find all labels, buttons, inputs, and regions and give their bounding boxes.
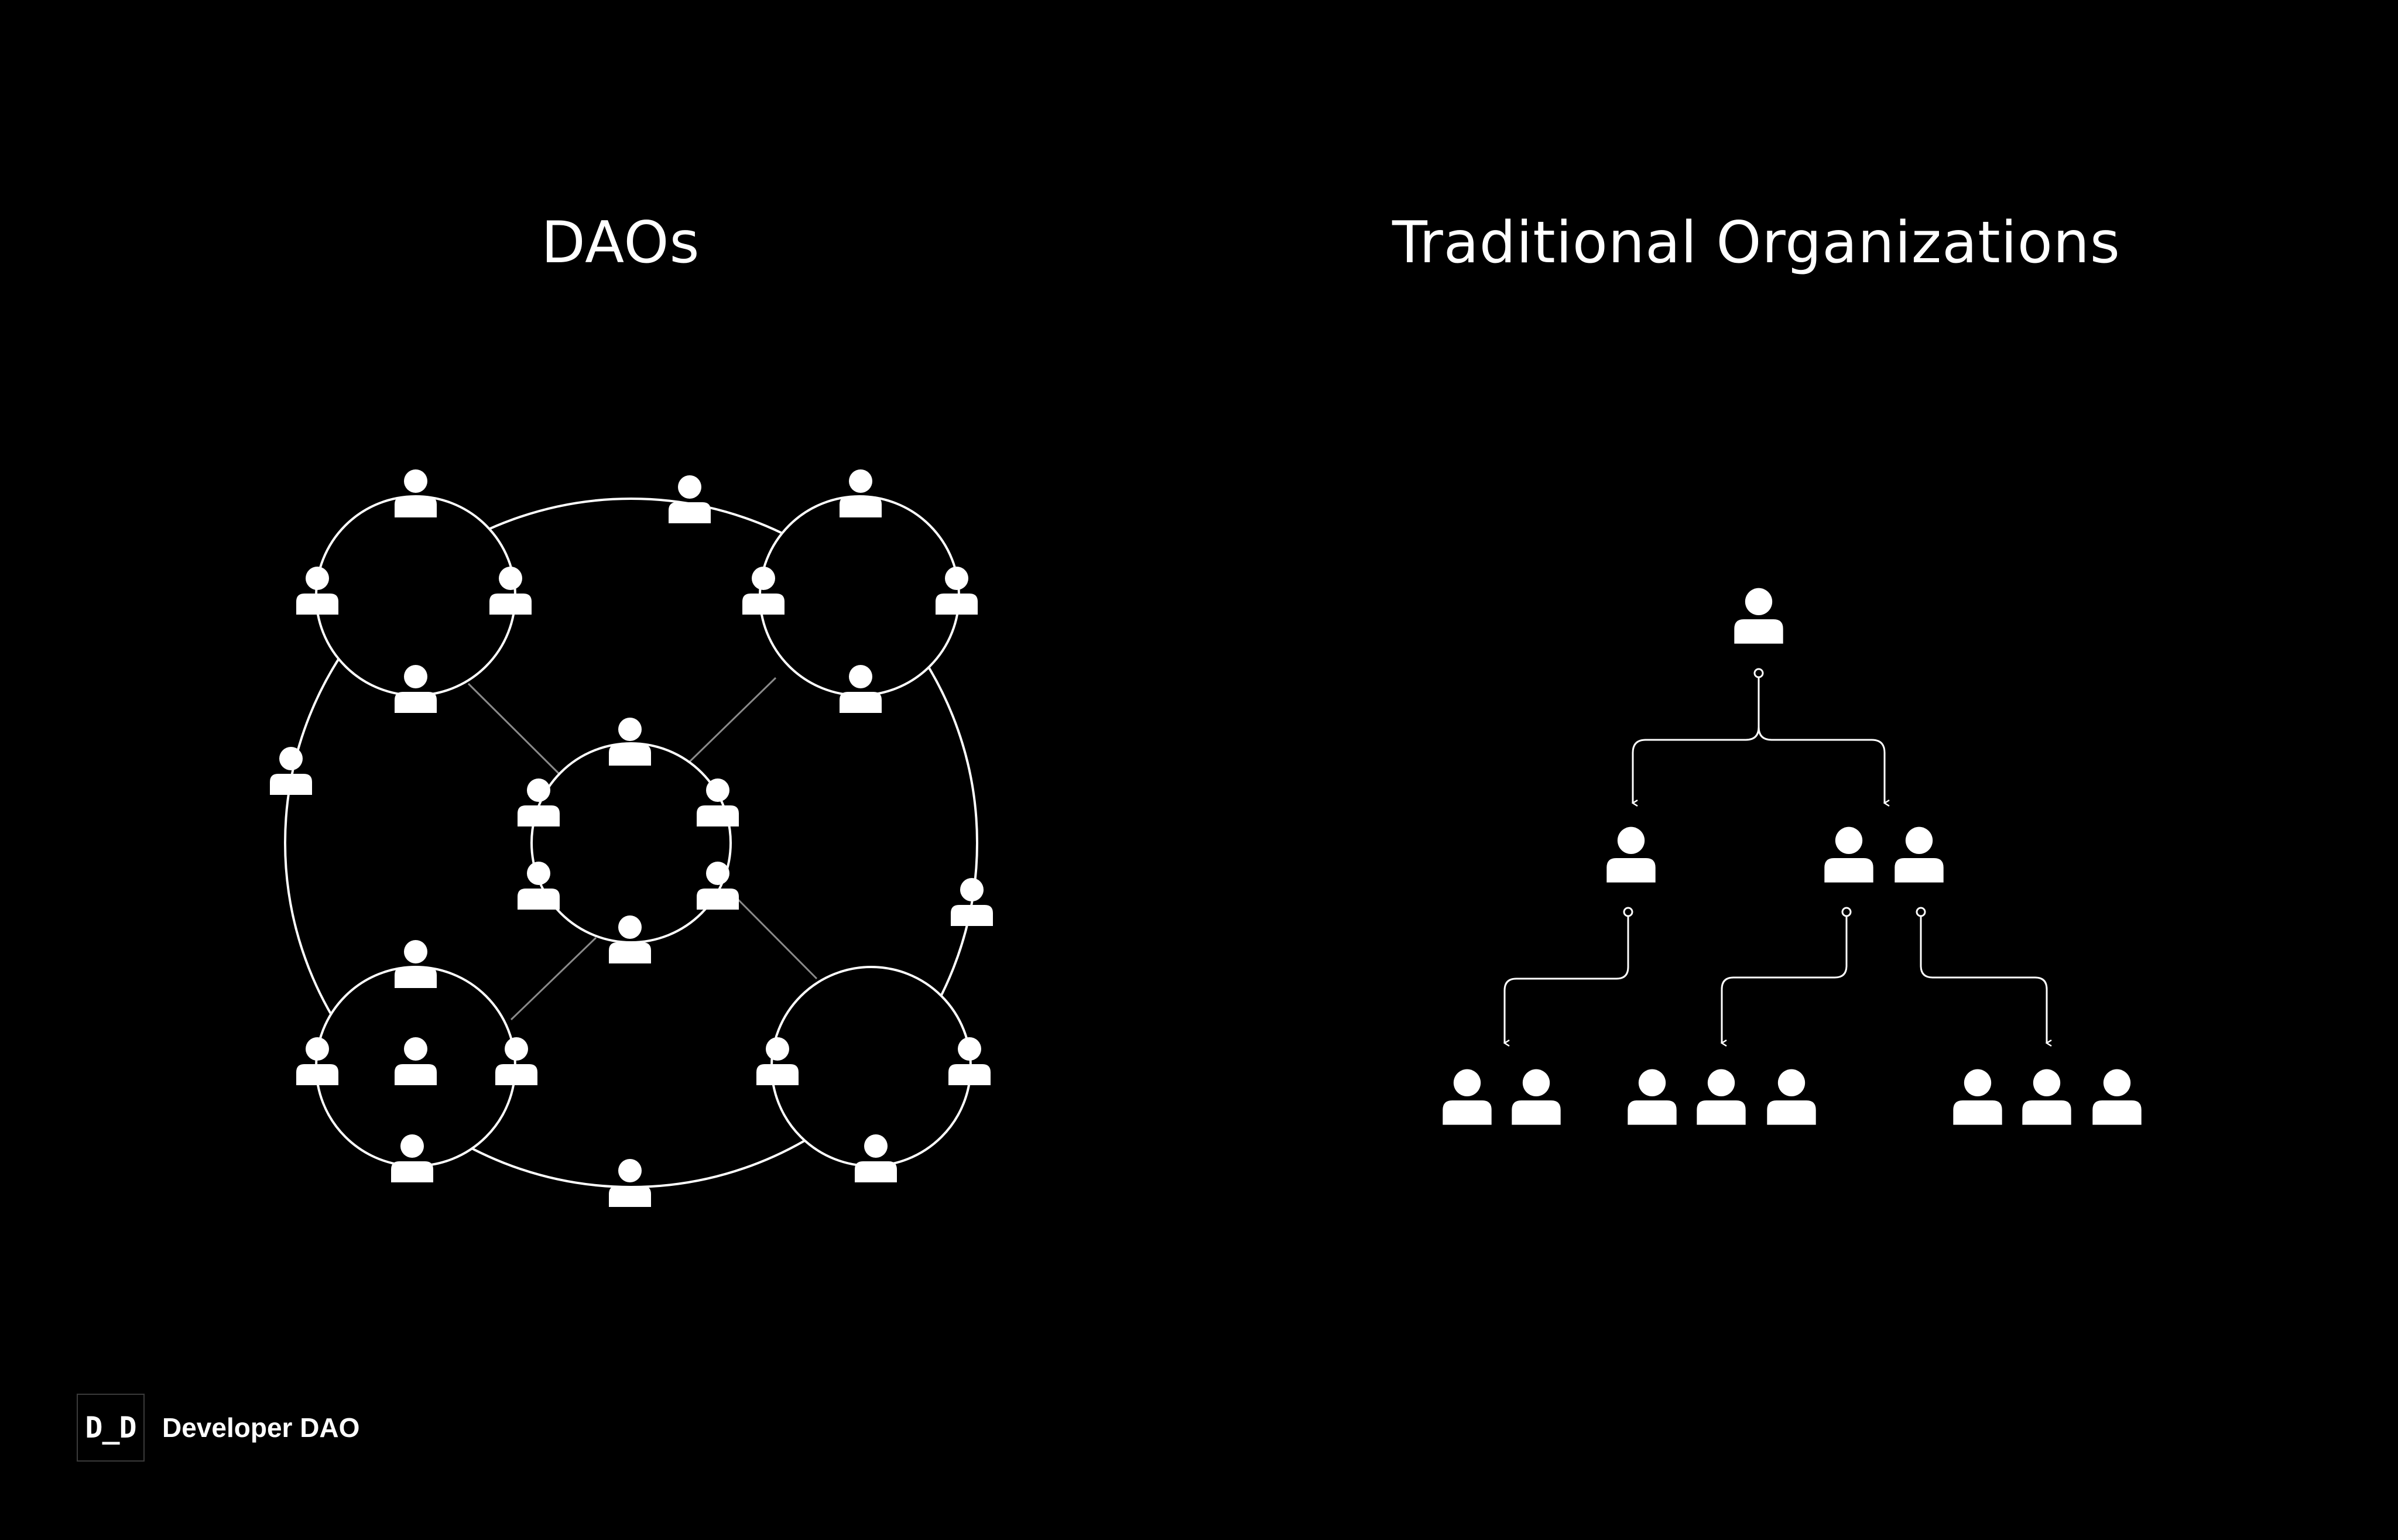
person-icon [669,475,711,523]
brand-name: Developer DAO [162,1412,360,1443]
spoke-bottom-right [734,896,818,980]
connector-dots [1623,668,1926,917]
person-icon [609,1159,651,1207]
connector-mid-left [1505,912,1629,1043]
traditional-org-title: Traditional Organizations [1392,210,2120,276]
circle-center [530,742,732,944]
traditional-hierarchy-diagram [1443,588,2142,1125]
person-icon [1767,1069,1816,1125]
person-icon [1734,588,1783,644]
person-icon [1512,1069,1561,1125]
spoke-top-left [467,682,560,775]
connector-mid-center [1722,912,1848,1043]
person-icon [1443,1069,1492,1125]
spoke-bottom-left [510,937,597,1021]
spoke-top-right [685,677,777,766]
person-icon [840,469,882,517]
person-icon [270,747,312,795]
dao-title: DAOs [541,210,700,276]
person-icon [1606,826,1656,883]
connector-top-right [1758,673,1885,803]
connector-mid-right [1920,912,2047,1043]
person-icon [1824,826,1873,883]
person-icon [1895,826,1944,883]
brand-mark: D_D [77,1394,145,1462]
hierarchy-connectors [1505,673,2047,1043]
brand-logo: D_D Developer DAO [77,1394,359,1462]
person-icon [1628,1069,1677,1125]
person-icon [1697,1069,1746,1125]
dao-network-diagram [270,469,993,1207]
person-icon [395,469,437,517]
person-icon [1953,1069,2002,1125]
person-icon [395,940,437,988]
dao-spokes [467,677,818,1021]
person-icon [2022,1069,2071,1125]
person-icon [2092,1069,2142,1125]
connector-top-left [1633,673,1760,803]
person-icon [609,718,651,766]
